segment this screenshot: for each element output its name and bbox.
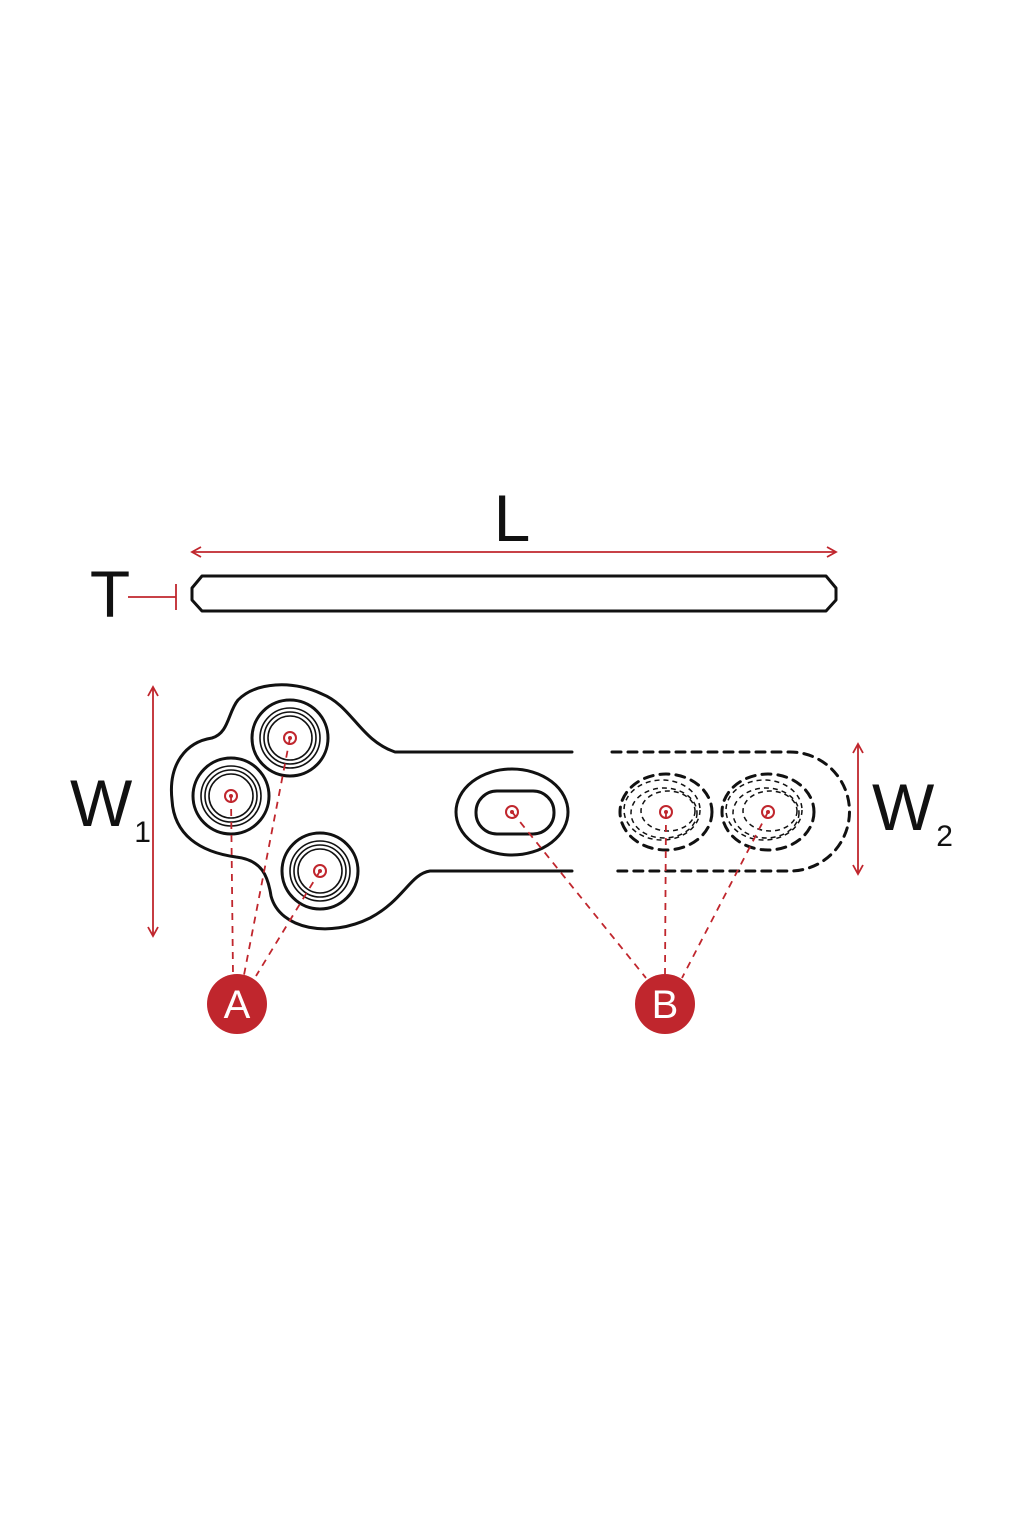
plate-shaft-dashed-outline <box>610 750 851 873</box>
plate-head-outline <box>169 683 574 931</box>
svg-text:A: A <box>224 983 251 1027</box>
svg-text:B: B <box>652 983 679 1027</box>
width1-label: W1 <box>70 766 151 849</box>
locking-hole-bottom <box>280 831 360 911</box>
compression-slot-solid <box>454 767 570 857</box>
callout-b-badge: B <box>635 974 695 1034</box>
compression-slot-dashed-1 <box>618 772 714 852</box>
callout-a-badge: A <box>207 974 267 1034</box>
width2-label: W2 <box>872 770 953 853</box>
locking-hole-top <box>250 698 330 778</box>
top-view: W1 W2 A <box>70 683 953 1034</box>
thickness-label: T <box>90 557 130 631</box>
callout-b-leaders <box>511 811 769 979</box>
compression-slot-dashed-2 <box>720 772 816 852</box>
length-label: L <box>494 481 531 555</box>
callout-a-leaders <box>230 737 321 977</box>
side-view: L T <box>90 481 838 631</box>
plate-side-profile <box>190 574 838 613</box>
